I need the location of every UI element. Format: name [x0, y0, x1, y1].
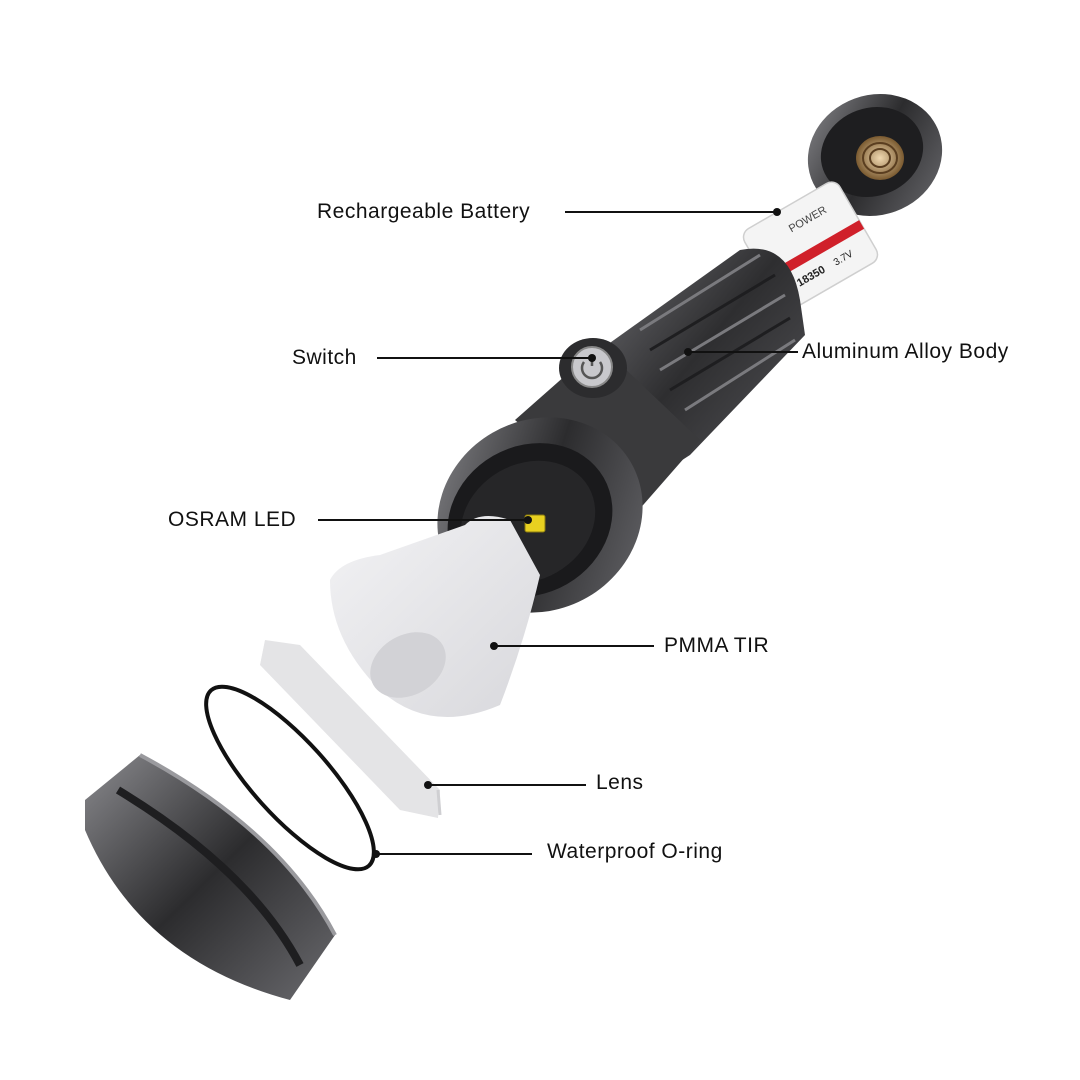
lens: [260, 640, 442, 818]
tail-cap: [807, 94, 943, 216]
label-aluminum-body: Aluminum Alloy Body: [802, 340, 1009, 363]
label-rechargeable-battery: Rechargeable Battery: [317, 200, 531, 223]
tir-optic: [330, 516, 540, 717]
power-button-icon: [559, 338, 627, 398]
label-switch: Switch: [292, 346, 357, 369]
o-ring: [204, 684, 376, 872]
label-pmma-tir: PMMA TIR: [664, 634, 770, 657]
callout-leaders: [318, 208, 798, 858]
label-lens: Lens: [596, 771, 644, 794]
label-waterproof-o-ring: Waterproof O-ring: [547, 840, 723, 863]
label-osram-led: OSRAM LED: [168, 508, 297, 531]
bezel-ring: [85, 753, 337, 1000]
spring-icon: [856, 136, 904, 180]
